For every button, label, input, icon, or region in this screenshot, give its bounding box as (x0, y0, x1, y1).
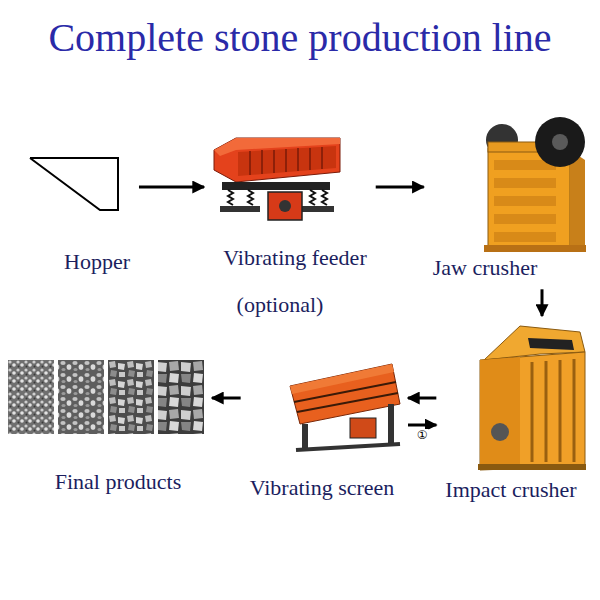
gravel-sample (108, 360, 154, 434)
impact-ribs (532, 359, 574, 462)
flow-arrow (408, 424, 436, 427)
flow-arrow (541, 289, 544, 316)
jaw-rib (494, 196, 556, 206)
jaw-rib (494, 214, 556, 224)
flow-arrow (212, 397, 241, 400)
machine-label: Vibrating screen (250, 475, 395, 500)
machine-label: Final products (55, 469, 182, 494)
feeder-deck (238, 146, 336, 176)
impact-base (478, 464, 586, 470)
jaw-flywheel (535, 117, 585, 167)
screen-box (290, 364, 400, 424)
machine-node: Jaw crusher (430, 115, 588, 283)
feeder-trough (214, 138, 340, 182)
impact-face (480, 357, 520, 470)
feeder-motor (268, 192, 302, 220)
feeder-motor-hub (279, 200, 291, 212)
title: Complete stone production line (0, 14, 600, 62)
jaw-rib (494, 178, 556, 188)
jaw-side-plate (570, 150, 585, 250)
jaw-rib (494, 232, 556, 242)
screen-leg (388, 404, 394, 444)
machine-node: Impact crusher (442, 322, 587, 505)
feeder-foot (300, 206, 334, 212)
machine-label: Hopper (64, 249, 130, 274)
feeder-foot (220, 206, 260, 212)
feeder-grill (250, 147, 322, 175)
machine-node: Vibrating screen (247, 360, 402, 503)
machine-label: Impact crusher (445, 477, 576, 502)
machine-label: (optional) (237, 292, 324, 317)
impact-body (480, 352, 585, 470)
flow-arrow (408, 397, 436, 400)
hopper-outline (30, 158, 118, 210)
screen-motor (350, 418, 376, 438)
screen-leg (302, 424, 308, 448)
edge-label: ① (416, 429, 429, 442)
machine-node: Vibrating feeder (optional) (210, 138, 370, 320)
screen-base (296, 444, 400, 450)
gravel-sample (58, 360, 104, 434)
gravel-sample (8, 360, 54, 434)
screen-decks (294, 382, 398, 412)
machine-label: Jaw crusher (433, 255, 537, 280)
impact-bearing (491, 423, 509, 441)
machine-node: Hopper (28, 150, 133, 277)
jaw-flywheel-hub (552, 134, 568, 150)
feeder-frame (222, 182, 330, 190)
impact-opening (528, 338, 574, 350)
flow-arrow (376, 186, 424, 189)
screen-top-wall (290, 364, 394, 394)
jaw-base (484, 245, 586, 252)
machine-label: Vibrating feeder (223, 245, 366, 270)
machine-node: Final products (6, 358, 206, 497)
gravel-sample (158, 360, 204, 434)
flow-arrow (139, 186, 204, 189)
